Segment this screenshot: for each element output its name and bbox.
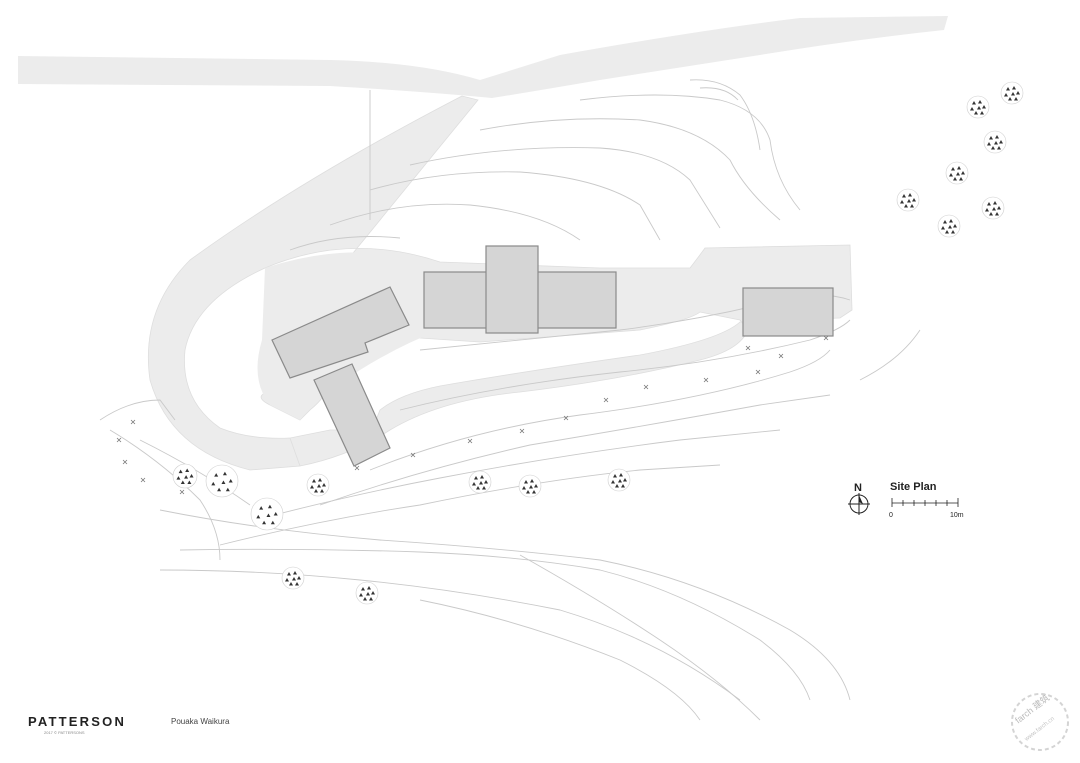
fence-post-marker xyxy=(703,377,709,383)
fence-post-marker xyxy=(130,419,136,425)
firm-logo-text: PATTERSON xyxy=(28,714,127,729)
watermark-logo xyxy=(1011,693,1069,751)
building-east-pavilion xyxy=(742,287,834,337)
fence-post-marker xyxy=(140,477,146,483)
building-central-tower xyxy=(485,245,539,334)
fence-post-marker xyxy=(563,415,569,421)
fence-post-marker xyxy=(179,489,185,495)
tree-symbol xyxy=(1000,81,1024,105)
contour-lines xyxy=(99,79,921,721)
tree-symbol xyxy=(518,474,542,498)
tree-symbol xyxy=(983,130,1007,154)
tree-symbol xyxy=(250,497,284,531)
tree-symbol xyxy=(355,581,379,605)
fence-post-marker xyxy=(410,452,416,458)
tree-symbol xyxy=(981,196,1005,220)
tree-symbol xyxy=(281,566,305,590)
project-name: Pouaka Waikura xyxy=(171,717,230,726)
drawing-title: Site Plan xyxy=(890,481,937,493)
fence-post-marker xyxy=(122,459,128,465)
tree-symbol xyxy=(607,468,631,492)
tree-symbol xyxy=(966,95,990,119)
north-label: N xyxy=(854,482,862,494)
fence-post-marker xyxy=(354,465,360,471)
north-arrow: N xyxy=(848,482,870,515)
tree-symbol xyxy=(205,464,239,498)
fence-post-marker xyxy=(755,369,761,375)
buildings xyxy=(271,245,834,467)
tree-symbol xyxy=(937,214,961,238)
fence-post-marker xyxy=(745,345,751,351)
tree-symbol xyxy=(896,188,920,212)
fence-markers xyxy=(116,335,829,495)
trees xyxy=(172,81,1024,605)
tree-symbol xyxy=(945,161,969,185)
building-west-wing xyxy=(271,286,410,379)
fence-post-marker xyxy=(643,384,649,390)
copyright-note: 2017 © PATTERSONS xyxy=(44,730,85,735)
fence-post-marker xyxy=(778,353,784,359)
scale-start-label: 0 xyxy=(889,512,893,519)
fence-post-marker xyxy=(823,335,829,341)
building-south-wing xyxy=(313,363,391,467)
main-road xyxy=(18,16,948,98)
tree-symbol xyxy=(468,470,492,494)
scale-bar xyxy=(891,498,959,507)
fence-post-marker xyxy=(519,428,525,434)
tree-symbol xyxy=(172,463,198,489)
fence-post-marker xyxy=(467,438,473,444)
fence-post-marker xyxy=(116,437,122,443)
scale-end-label: 10m xyxy=(950,512,964,519)
tree-symbol xyxy=(306,473,330,497)
fence-post-marker xyxy=(603,397,609,403)
